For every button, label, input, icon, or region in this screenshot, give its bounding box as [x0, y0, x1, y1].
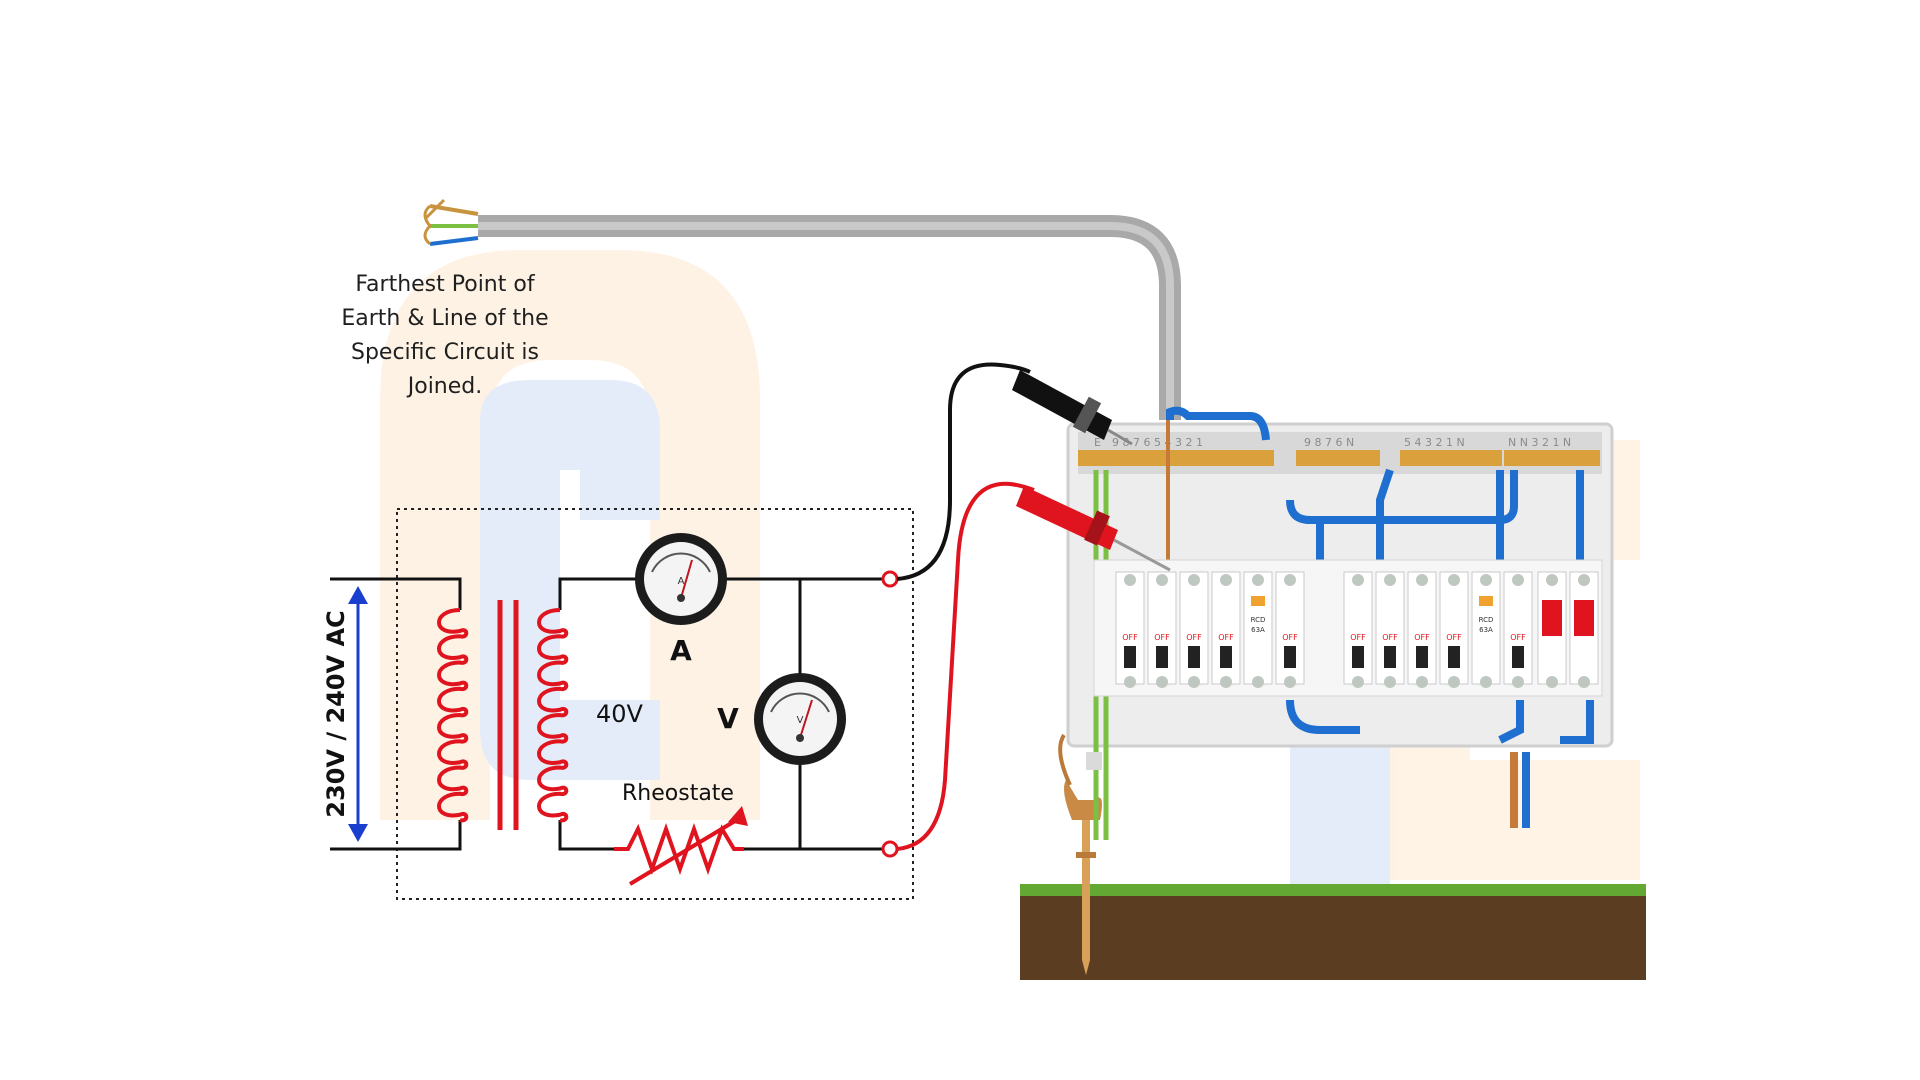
caption-line-3: Specific Circuit is — [351, 340, 539, 365]
breaker-state-label: OFF — [1510, 633, 1526, 642]
busbar-group1-label: 9 8 7 6 5 4 3 2 1 — [1112, 436, 1203, 449]
test-circuit-wiring — [330, 577, 887, 851]
terminal-screw — [1546, 574, 1558, 586]
ammeter: A — [635, 533, 727, 625]
terminal-screw — [1448, 676, 1460, 688]
red-test-lead — [896, 481, 1171, 851]
busbar-group2-label: 9 8 7 6 N — [1304, 436, 1354, 449]
rcd-rating: 63A — [1479, 626, 1493, 634]
breaker-toggle — [1352, 646, 1364, 668]
terminal-screw — [1578, 676, 1590, 688]
main-switch-toggle — [1542, 600, 1562, 636]
ammeter-letter: A — [670, 634, 692, 667]
terminal-screw — [1448, 574, 1460, 586]
terminal-screw — [1188, 574, 1200, 586]
rheostat — [614, 806, 748, 886]
output-terminal-bottom — [881, 840, 899, 858]
terminal-screw — [1220, 574, 1232, 586]
black-test-lead — [896, 362, 1133, 581]
supply-arrow — [348, 586, 368, 842]
output-terminal-top — [881, 570, 899, 588]
terminal-screw — [1352, 574, 1364, 586]
terminal-screw — [1416, 574, 1428, 586]
test-set-enclosure — [396, 508, 914, 900]
terminal-screw — [1546, 676, 1558, 688]
terminal-screw — [1480, 574, 1492, 586]
terminal-screw — [1284, 574, 1296, 586]
rcd-module — [1243, 571, 1273, 685]
breaker-toggle — [1448, 646, 1460, 668]
busbar-group3-label: 5 4 3 2 1 N — [1404, 436, 1465, 449]
breaker-toggle — [1124, 646, 1136, 668]
terminal-screw — [1416, 676, 1428, 688]
rheostat-label: Rheostate — [622, 781, 734, 806]
main-switch-toggle — [1574, 600, 1594, 636]
terminal-screw — [1384, 574, 1396, 586]
breaker-state-label: OFF — [1282, 633, 1298, 642]
terminal-screw — [1188, 676, 1200, 688]
voltmeter: V — [754, 673, 846, 765]
earth-rod — [1058, 733, 1102, 975]
breaker-row: OFF OFF OFF OFF RCD 63A OFF OFF OFF OFF OFF RCD 63A O… — [1115, 571, 1599, 688]
breaker-state-label: OFF — [1186, 633, 1202, 642]
breaker-state-label: OFF — [1414, 633, 1430, 642]
farthest-point-caption: Farthest Point of Earth & Line of the Sp… — [320, 268, 570, 404]
terminal-screw — [1124, 676, 1136, 688]
circuit-cable — [423, 198, 1181, 420]
voltmeter-letter: V — [717, 702, 739, 735]
busbar-group4-label: N N 3 2 1 N — [1508, 436, 1571, 449]
rcd-label: RCD — [1251, 616, 1266, 624]
rcd-test-button — [1251, 596, 1265, 606]
terminal-screw — [1512, 574, 1524, 586]
busbar-earth-label: E — [1094, 436, 1101, 449]
rcd-module — [1471, 571, 1501, 685]
breaker-toggle — [1512, 646, 1524, 668]
breaker-state-label: OFF — [1122, 633, 1138, 642]
terminal-screw — [1252, 676, 1264, 688]
distribution-board: E 9 8 7 6 5 4 3 2 1 9 8 7 6 N 5 4 3 2 1 … — [1066, 406, 1614, 840]
primary-coil — [437, 608, 469, 823]
secondary-voltage-label: 40V — [596, 700, 644, 728]
terminal-screw — [1352, 676, 1364, 688]
terminal-screw — [1480, 676, 1492, 688]
breaker-state-label: OFF — [1446, 633, 1462, 642]
breaker-toggle — [1284, 646, 1296, 668]
secondary-coil — [537, 608, 569, 823]
breaker-toggle — [1416, 646, 1428, 668]
terminal-screw — [1220, 676, 1232, 688]
caption-line-1: Farthest Point of — [355, 272, 535, 297]
ammeter-dial-label: A — [678, 576, 685, 587]
supply-voltage-label: 230V / 240V AC — [322, 610, 350, 817]
terminal-screw — [1252, 574, 1264, 586]
rcd-rating: 63A — [1251, 626, 1265, 634]
voltmeter-dial-label: V — [797, 715, 804, 726]
caption-line-4: Joined. — [407, 374, 483, 399]
terminal-screw — [1156, 574, 1168, 586]
terminal-screw — [1384, 676, 1396, 688]
transformer — [437, 600, 569, 830]
terminal-screw — [1124, 574, 1136, 586]
ground-soil — [1020, 884, 1646, 980]
caption-line-2: Earth & Line of the — [341, 306, 549, 331]
breaker-state-label: OFF — [1382, 633, 1398, 642]
terminal-screw — [1284, 676, 1296, 688]
breaker-state-label: OFF — [1154, 633, 1170, 642]
breaker-state-label: OFF — [1350, 633, 1366, 642]
terminal-screw — [1156, 676, 1168, 688]
breaker-toggle — [1220, 646, 1232, 668]
breaker-state-label: OFF — [1218, 633, 1234, 642]
terminal-screw — [1578, 574, 1590, 586]
breaker-toggle — [1188, 646, 1200, 668]
ground-grass — [1020, 884, 1646, 896]
breaker-toggle — [1156, 646, 1168, 668]
rcd-test-button — [1479, 596, 1493, 606]
mcb-breaker — [1343, 571, 1373, 685]
terminal-screw — [1512, 676, 1524, 688]
breaker-toggle — [1384, 646, 1396, 668]
rcd-label: RCD — [1479, 616, 1494, 624]
